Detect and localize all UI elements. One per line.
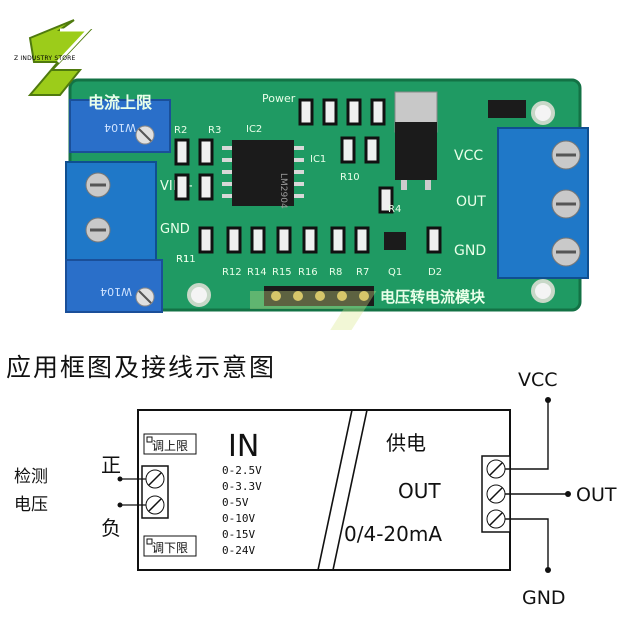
out-pin-label: OUT	[576, 484, 617, 506]
svg-text:0-5V: 0-5V	[222, 496, 249, 509]
supply-label: 供电	[386, 431, 426, 455]
power-label: Power	[262, 92, 296, 105]
smd-resistors	[174, 98, 442, 254]
separator-line-2	[332, 409, 368, 571]
pot-down-label: 调下限	[152, 541, 188, 555]
vcc-label: VCC	[454, 148, 483, 164]
svg-text:0-24V: 0-24V	[222, 544, 255, 557]
pcb-board	[70, 80, 580, 310]
negative-label: 负	[101, 516, 121, 540]
vcc-pin-label: VCC	[518, 369, 558, 391]
out-text: OUT	[398, 479, 441, 503]
bottom-potentiometer: W104	[65, 259, 163, 313]
pot-up-label: 调上限	[152, 439, 188, 453]
in-label: IN	[228, 429, 259, 464]
brand-logo-text: Z INDUSTRY STORE	[14, 55, 76, 62]
transistor-q1	[384, 232, 406, 250]
chip-marking: LM2904	[278, 173, 288, 209]
ic2-chip: LM2904	[222, 140, 304, 209]
sense-voltage-label-1: 检测	[14, 467, 48, 487]
svg-text:Q1: Q1	[388, 267, 402, 278]
svg-text:0-10V: 0-10V	[222, 512, 255, 525]
pot-up-box	[143, 433, 197, 455]
pot-down-box	[143, 535, 197, 557]
svg-text:R8: R8	[329, 267, 342, 278]
svg-text:R1: R1	[176, 254, 189, 265]
svg-text:0-3.3V: 0-3.3V	[222, 480, 262, 493]
separator-line-1	[317, 409, 353, 571]
svg-text:R3: R3	[208, 125, 221, 136]
svg-text:R12: R12	[222, 267, 242, 278]
svg-text:R4: R4	[388, 204, 401, 215]
brand-logo	[27, 19, 93, 96]
current-range: 0/4-20mA	[344, 522, 442, 546]
ic2-label: IC2	[246, 124, 262, 135]
svg-text:D2: D2	[428, 267, 442, 278]
voltage-regulator	[394, 91, 438, 190]
svg-text:R11: R11	[176, 254, 196, 265]
svg-text:R16: R16	[298, 267, 318, 278]
header-pins	[264, 286, 374, 306]
pot-upper-limit-label: 电流上限	[88, 93, 153, 112]
pot-marking-top: W104	[104, 121, 136, 134]
module-name-label: 电压转电流模块	[380, 288, 486, 306]
sense-voltage-label-2: 电压	[14, 495, 48, 515]
svg-text:0-15V: 0-15V	[222, 528, 255, 541]
svg-text:R15: R15	[272, 267, 292, 278]
voltage-ranges: 0-2.5V 0-3.3V 0-5V 0-10V 0-15V 0-24V	[222, 464, 262, 557]
watermark-logo	[250, 291, 377, 330]
module-photo: W104 W104 电流上限 Power VIN+ GND IC2 IC1 LM…	[27, 19, 589, 330]
svg-text:R10: R10	[340, 172, 360, 183]
wiring-diagram: 调上限 调下限 IN 0-2.5V 0-3.3V 0-5V 0-10V 0-15…	[117, 369, 617, 609]
gnd-left-label: GND	[160, 222, 190, 237]
module-box	[137, 409, 511, 571]
pot-marking-bottom: W104	[100, 285, 132, 298]
gnd-pin-label: GND	[522, 587, 566, 609]
svg-text:R2: R2	[174, 125, 187, 136]
ic1-label: IC1	[310, 154, 326, 165]
svg-text:R14: R14	[247, 267, 267, 278]
gnd-right-label: GND	[454, 243, 486, 259]
top-potentiometer: W104	[69, 99, 171, 153]
diagram-title: 应用框图及接线示意图	[6, 353, 277, 382]
out-label: OUT	[456, 194, 486, 210]
ref-designators: R2 R3 R1 R10 R4 R11 R12 R14 R15 R16 R8 R…	[174, 125, 442, 278]
svg-text:0-2.5V: 0-2.5V	[222, 464, 262, 477]
input-terminal	[65, 161, 157, 261]
output-wires	[505, 400, 568, 570]
input-terminals	[141, 465, 169, 519]
diode-m7	[488, 100, 526, 118]
positive-label: 正	[101, 453, 121, 477]
svg-text:R7: R7	[356, 267, 369, 278]
output-terminal	[497, 127, 589, 279]
